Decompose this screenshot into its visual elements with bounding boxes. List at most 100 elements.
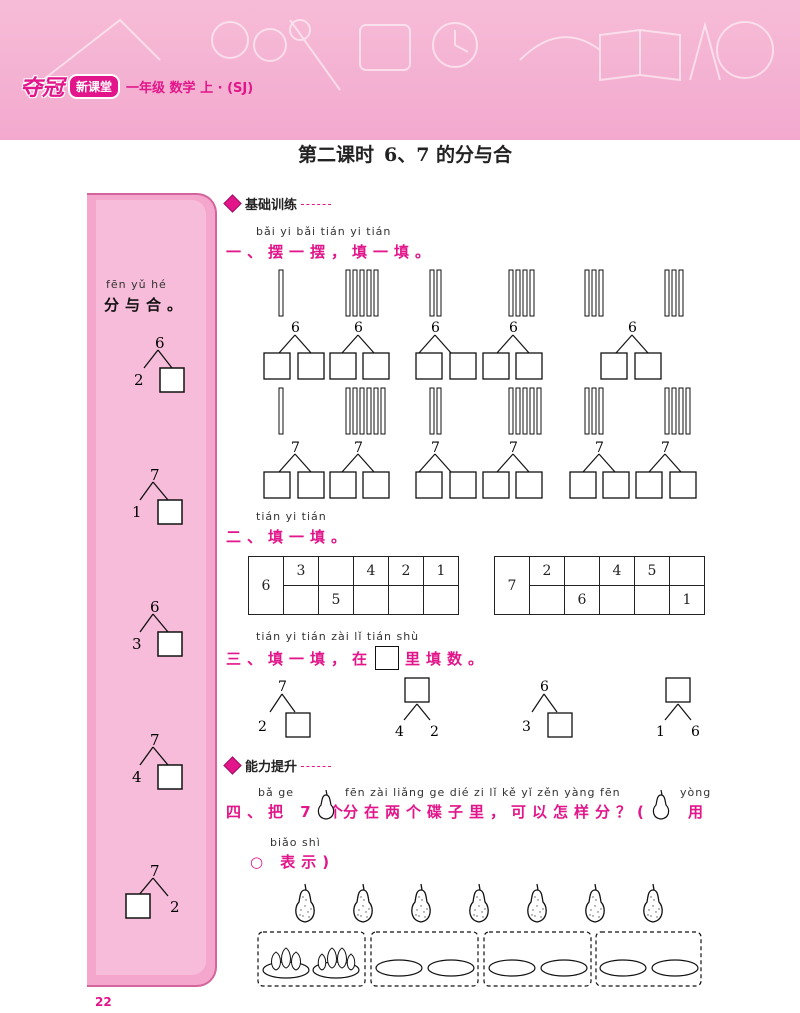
- section-basic-tag: 基础训练: [223, 194, 332, 213]
- answer-box[interactable]: [157, 764, 183, 790]
- page-number: 22: [95, 995, 112, 1009]
- answer-box[interactable]: [635, 471, 663, 499]
- answer-box[interactable]: [404, 677, 430, 703]
- tree-top: 6: [509, 320, 518, 336]
- split-tree: 6 3: [522, 679, 573, 738]
- split-tree: 7: [569, 440, 630, 499]
- plate-group[interactable]: [595, 931, 702, 987]
- answer-box[interactable]: [157, 631, 183, 657]
- plate-group[interactable]: [483, 931, 592, 987]
- answer-box[interactable]: [362, 352, 390, 380]
- answer-box[interactable]: [482, 471, 510, 499]
- q4-pinyin-1: bǎ ge: [258, 786, 294, 799]
- answer-box[interactable]: [449, 471, 477, 499]
- tree-top: 7: [278, 679, 287, 695]
- sticks-row-2: [278, 387, 691, 435]
- table-cell[interactable]: 6: [564, 585, 600, 615]
- grade-book: 一年级 数学 上 · (SJ): [126, 80, 254, 96]
- tree-top: 6: [354, 320, 363, 336]
- table-cell[interactable]: [529, 585, 565, 615]
- table-cell[interactable]: 3: [283, 556, 319, 586]
- answer-box[interactable]: [159, 367, 185, 393]
- answer-box[interactable]: [362, 471, 390, 499]
- answer-box[interactable]: [665, 677, 691, 703]
- answer-box[interactable]: [125, 893, 151, 919]
- answer-box[interactable]: [415, 352, 443, 380]
- brand: 夺冠 新课堂 一年级 数学 上 · (SJ): [20, 68, 253, 104]
- split-table-6: 6 3 4 2 1 5: [248, 556, 459, 615]
- split-tree: 6: [600, 320, 662, 380]
- table-cell[interactable]: 4: [353, 556, 389, 586]
- answer-box[interactable]: [297, 352, 325, 380]
- answer-box[interactable]: [329, 471, 357, 499]
- table-cell[interactable]: 5: [634, 556, 670, 586]
- table-cell[interactable]: 1: [669, 585, 705, 615]
- answer-box[interactable]: [449, 352, 477, 380]
- split-tree: 7: [329, 440, 390, 499]
- table-cell[interactable]: [634, 585, 670, 615]
- answer-box[interactable]: [482, 352, 510, 380]
- answer-box[interactable]: [669, 471, 697, 499]
- tree-top: 7: [431, 440, 440, 456]
- table-cell[interactable]: [318, 556, 354, 586]
- answer-box[interactable]: [285, 712, 311, 738]
- table-cell[interactable]: [564, 556, 600, 586]
- sample-box-icon: [375, 646, 400, 670]
- tree-top: 7: [291, 440, 300, 456]
- answer-box[interactable]: [547, 712, 573, 738]
- split-tree: 6: [329, 320, 390, 380]
- table-cell[interactable]: [283, 585, 319, 615]
- sidebar-example: 7 4: [132, 731, 183, 790]
- table-cell[interactable]: 2: [388, 556, 424, 586]
- q1-label: 一、摆一摆，填一填。: [226, 243, 437, 261]
- table-cell[interactable]: [423, 585, 459, 615]
- split-tree: 6: [415, 320, 477, 380]
- section-basic-label: 基础训练: [245, 198, 298, 213]
- table-cell[interactable]: 4: [599, 556, 635, 586]
- answer-box[interactable]: [602, 471, 630, 499]
- q4-label-d: ○ 表示): [250, 853, 336, 871]
- q4-pinyin-4: biǎo shì: [270, 836, 321, 849]
- pear-icon: [643, 883, 663, 923]
- example-top: 7: [150, 731, 160, 749]
- table-cell[interactable]: [599, 585, 635, 615]
- plate-group[interactable]: [257, 931, 366, 987]
- table-cell[interactable]: [388, 585, 424, 615]
- split-tree: 7: [263, 440, 325, 499]
- tree-left: 3: [522, 719, 531, 735]
- q4-label-b: 分在两个碟子里，可以怎样分？(: [343, 803, 650, 821]
- table-total: 6: [248, 556, 284, 615]
- answer-box[interactable]: [600, 352, 628, 380]
- answer-box[interactable]: [263, 471, 291, 499]
- answer-box[interactable]: [329, 352, 357, 380]
- table-cell[interactable]: 2: [529, 556, 565, 586]
- plate-icon: [599, 959, 647, 977]
- answer-box[interactable]: [515, 471, 543, 499]
- plate-group[interactable]: [370, 931, 479, 987]
- answer-box[interactable]: [297, 471, 325, 499]
- answer-box[interactable]: [415, 471, 443, 499]
- tree-top: 6: [291, 320, 300, 336]
- tree-top: 7: [595, 440, 604, 456]
- example-known: 2: [170, 898, 180, 916]
- answer-box[interactable]: [157, 499, 183, 525]
- pear-icon: [411, 883, 431, 923]
- table-cell[interactable]: [353, 585, 389, 615]
- split-tree: 7: [482, 440, 543, 499]
- q4-label-a: 四、把 7 个: [226, 803, 349, 821]
- plate-answers: [257, 931, 702, 987]
- split-tree: 1 6: [656, 677, 700, 740]
- table-cell[interactable]: 1: [423, 556, 459, 586]
- table-cell[interactable]: [669, 556, 705, 586]
- answer-box[interactable]: [263, 352, 291, 380]
- tree-left: 2: [258, 719, 267, 735]
- answer-box[interactable]: [634, 352, 662, 380]
- answer-box[interactable]: [569, 471, 597, 499]
- tree-top: 6: [540, 679, 549, 695]
- answer-box[interactable]: [515, 352, 543, 380]
- pear-icon: [469, 883, 489, 923]
- sidebar-heading: 分与合。: [104, 296, 189, 314]
- pear-icon: [353, 883, 373, 923]
- table-cell[interactable]: 5: [318, 585, 354, 615]
